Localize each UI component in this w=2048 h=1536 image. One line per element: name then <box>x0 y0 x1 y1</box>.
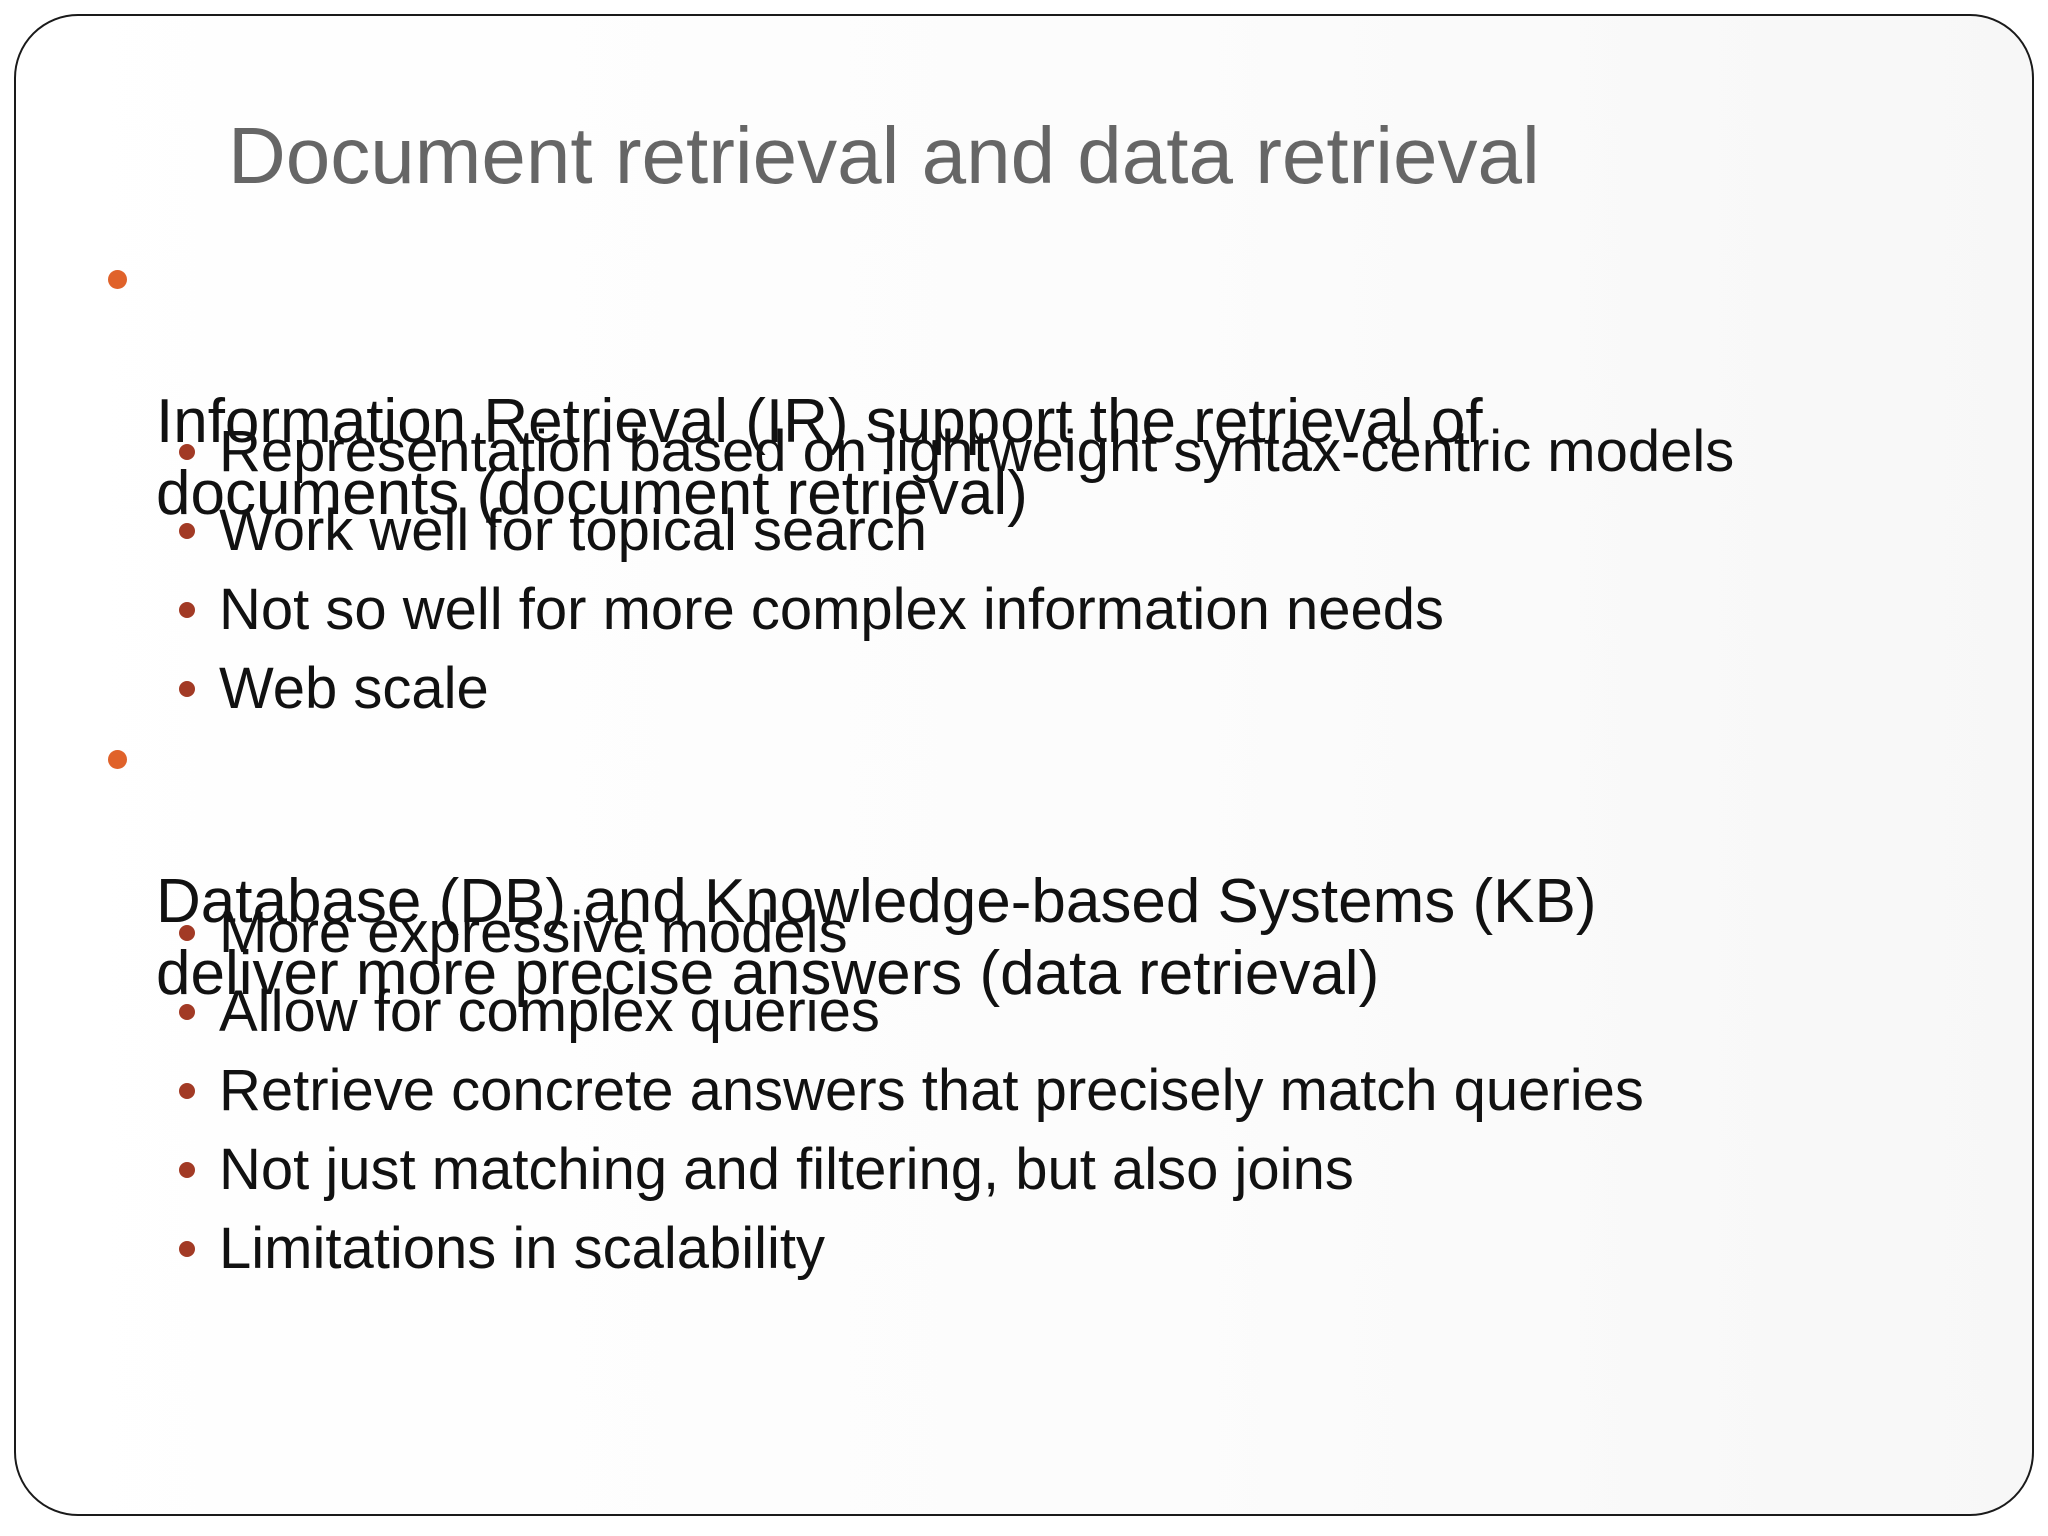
sub-bullet-db-2: Allow for complex queries <box>179 977 1979 1047</box>
sub-bullet-ir-2: Work well for topical search <box>179 496 1979 566</box>
bullet-db-kb: Database (DB) and Knowledge-based System… <box>108 722 1936 1010</box>
bullet-dot-icon <box>179 602 195 618</box>
sub-bullet-text: Allow for complex queries <box>219 979 880 1044</box>
sub-bullet-ir-3: Not so well for more complex information… <box>179 575 1979 645</box>
bullet-dot-icon <box>179 523 195 539</box>
slide-frame: Document retrieval and data retrieval In… <box>14 14 2034 1516</box>
bullet-dot-icon <box>108 270 127 289</box>
bullet-dot-icon <box>179 444 195 460</box>
bullet-dot-icon <box>179 1004 195 1020</box>
bullet-dot-icon <box>179 1162 195 1178</box>
sub-bullet-text: More expressive models <box>219 900 848 965</box>
sub-bullet-text: Not just matching and filtering, but als… <box>219 1137 1354 1202</box>
sub-bullet-ir-4: Web scale <box>179 654 1979 724</box>
bullet-ir: Information Retrieval (IR) support the r… <box>108 242 1936 530</box>
bullet-dot-icon <box>179 681 195 697</box>
sub-bullet-text: Limitations in scalability <box>219 1216 826 1281</box>
sub-bullet-text: Work well for topical search <box>219 498 928 563</box>
sub-bullet-text: Representation based on lightweight synt… <box>219 419 1735 484</box>
sub-bullet-text: Web scale <box>219 656 489 721</box>
bullet-list: Information Retrieval (IR) support the r… <box>16 16 2032 1514</box>
bullet-dot-icon <box>179 1241 195 1257</box>
sub-bullet-ir-1: Representation based on lightweight synt… <box>179 417 1979 487</box>
bullet-dot-icon <box>179 1083 195 1099</box>
bullet-db-kb-text: Database (DB) and Knowledge-based System… <box>156 867 1597 1008</box>
sub-bullet-db-4: Not just matching and filtering, but als… <box>179 1135 1979 1205</box>
bullet-dot-icon <box>108 750 127 769</box>
sub-bullet-db-3: Retrieve concrete answers that precisely… <box>179 1056 1979 1126</box>
slide-title: Document retrieval and data retrieval <box>228 111 1540 200</box>
sub-bullet-db-1: More expressive models <box>179 898 1979 968</box>
sub-bullet-text: Retrieve concrete answers that precisely… <box>219 1058 1644 1123</box>
bullet-dot-icon <box>179 925 195 941</box>
sub-bullet-db-5: Limitations in scalability <box>179 1214 1979 1284</box>
bullet-ir-text: Information Retrieval (IR) support the r… <box>156 387 1483 528</box>
sub-bullet-text: Not so well for more complex information… <box>219 577 1444 642</box>
